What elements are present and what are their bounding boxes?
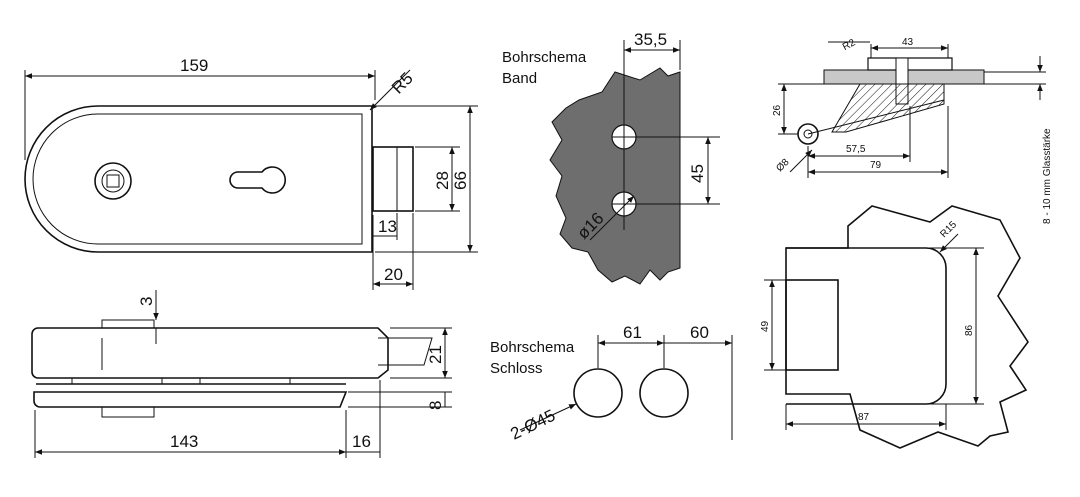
band-title-line2: Band	[502, 70, 537, 87]
glass-thickness-note: 8 - 10 mm Glasstärke	[1042, 128, 1053, 224]
thumb-turn-inner	[101, 169, 125, 193]
dim-61: 61	[623, 323, 642, 342]
band-title-line1: Bohrschema	[502, 49, 587, 66]
lock-hole-left	[573, 368, 623, 418]
dim-143: 143	[170, 432, 198, 451]
lock-drilling-scheme: Bohrschema Schloss 61 60 2-Ø45	[490, 323, 733, 444]
dim-159: 159	[180, 56, 208, 75]
section-view: R2 43 8 - 10 mm Glasstärke 26 Ø8 57,5 79	[772, 37, 1053, 224]
thumb-turn-outer	[94, 162, 132, 200]
thumb-turn-square	[106, 174, 120, 188]
dim-66: 66	[451, 171, 470, 190]
band-drilling-scheme: Bohrschema Band 35,5 45 ø16	[502, 30, 720, 285]
dim-45-band: 45	[688, 164, 707, 183]
dim-r5: R5	[388, 69, 417, 98]
side-body	[31, 327, 389, 379]
dim-57-5: 57,5	[846, 144, 866, 155]
dim-13: 13	[378, 217, 397, 236]
lock-title-line2: Schloss	[490, 360, 543, 377]
dim-43: 43	[902, 37, 914, 48]
dim-21: 21	[426, 345, 445, 364]
dim-2x45: 2-Ø45	[507, 406, 558, 444]
lock-front-view: 159 R5 66 28 13 20	[24, 56, 478, 290]
lock-title-line1: Bohrschema	[490, 339, 575, 356]
dim-35-5: 35,5	[634, 30, 667, 49]
dim-8: 8	[426, 401, 445, 410]
lock-hole-right	[639, 368, 689, 418]
strike-pocket	[785, 279, 839, 371]
glass-panel-band	[549, 67, 681, 285]
dim-86: 86	[964, 324, 975, 336]
dim-28: 28	[433, 171, 452, 190]
dim-r15: R15	[938, 219, 959, 240]
glass-panel-strike	[785, 205, 1029, 449]
dim-49: 49	[760, 320, 771, 332]
lock-side-view: 3 21 8 143 16	[31, 290, 452, 458]
dim-79: 79	[870, 160, 882, 171]
dim-d8: Ø8	[774, 157, 792, 175]
strike-plate	[786, 247, 947, 405]
dim-26: 26	[772, 104, 783, 116]
lock-body-outline	[24, 105, 373, 253]
dim-60: 60	[690, 323, 709, 342]
dim-87: 87	[858, 412, 870, 423]
dim-20: 20	[384, 265, 403, 284]
lock-plate-outline	[32, 113, 363, 245]
strike-view: R15 49 86 87	[760, 205, 1029, 449]
dim-r2: R2	[841, 37, 858, 53]
keyhole-outline	[229, 166, 287, 194]
dim-3: 3	[137, 297, 156, 306]
dim-16: 16	[352, 432, 371, 451]
lock-bolt	[372, 146, 414, 212]
